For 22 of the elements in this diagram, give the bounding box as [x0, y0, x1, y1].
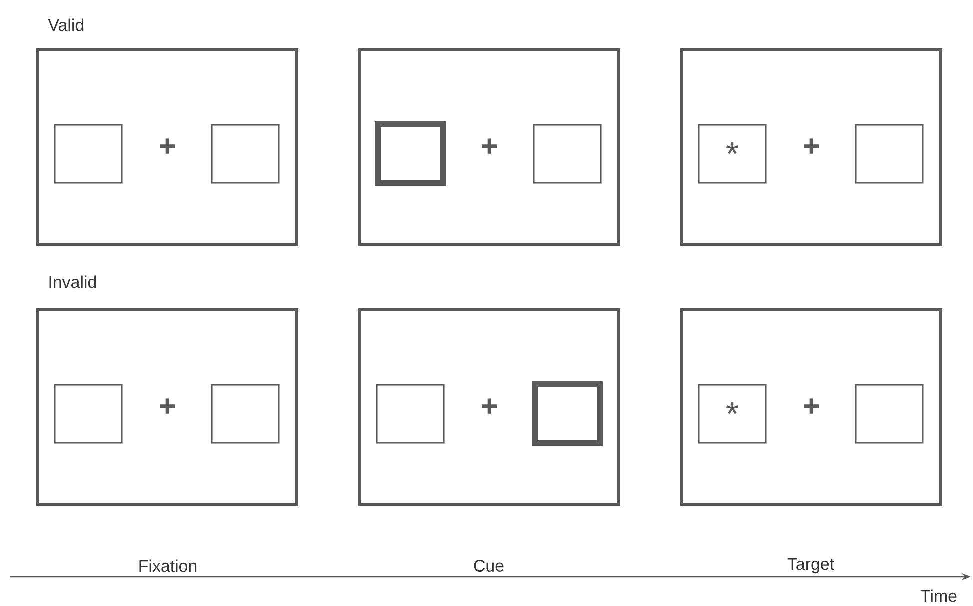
- axis-label: Time: [920, 590, 957, 602]
- screen-frame: +: [358, 308, 620, 506]
- stimulus-box: [533, 124, 602, 184]
- screen-frame: +: [36, 308, 298, 506]
- row-label: Invalid: [50, 276, 96, 288]
- stimulus-box: [54, 384, 123, 444]
- stimulus-box: [211, 384, 280, 444]
- stimulus-box: *: [698, 384, 767, 444]
- stimulus-box: [376, 384, 445, 444]
- stimulus-box: [211, 124, 280, 184]
- phase-label: Target: [788, 558, 834, 574]
- stimulus-box: [855, 384, 924, 444]
- screen-frame: +: [358, 48, 620, 246]
- stimulus-box: [855, 124, 924, 184]
- stimulus-box: *: [698, 124, 767, 184]
- cue-box: [375, 122, 446, 186]
- screen-frame: +: [36, 48, 298, 246]
- phase-label: Cue: [474, 560, 504, 572]
- phase-label: Fixation: [140, 560, 197, 572]
- stimulus-box: [54, 124, 123, 184]
- cue-box: [532, 382, 603, 446]
- row-label: Valid: [48, 18, 84, 32]
